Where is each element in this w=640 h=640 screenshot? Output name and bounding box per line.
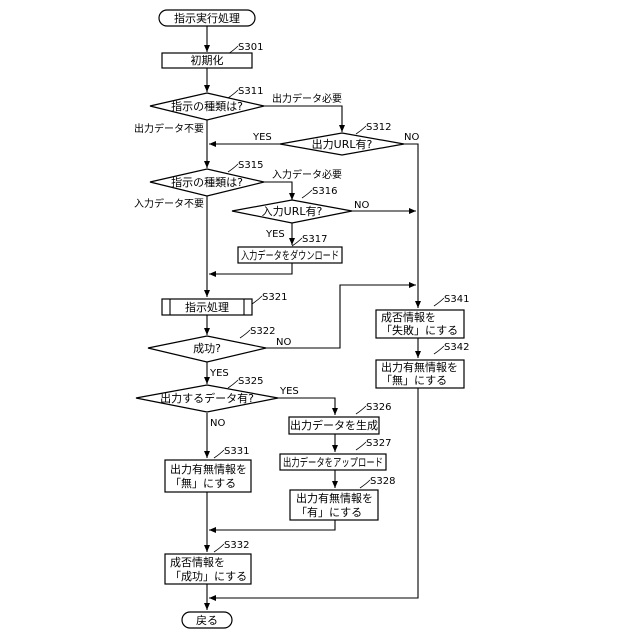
process-generate: 出力データを生成 [289, 417, 379, 434]
process-output-none-left: 出力有無情報を 「無」にする [165, 460, 251, 492]
step-s326: S326 [366, 402, 391, 413]
svg-text:「無」にする: 「無」にする [381, 373, 447, 387]
svg-text:成否情報を: 成否情報を [381, 311, 436, 324]
label-yes-s316: YES [265, 229, 285, 240]
step-s327: S327 [366, 438, 391, 449]
label-input-not-needed: 入力データ不要 [134, 197, 204, 210]
decision-success: 成功? [148, 336, 266, 362]
label-no-s316: NO [354, 200, 369, 211]
label-no-s325: NO [210, 418, 225, 429]
step-s301: S301 [238, 42, 263, 53]
decision-output-url: 出力URL有? [280, 133, 404, 155]
end-terminal: 戻る [182, 612, 232, 628]
step-s321: S321 [262, 292, 287, 303]
svg-text:「失敗」にする: 「失敗」にする [381, 323, 458, 337]
start-terminal: 指示実行処理 [159, 10, 255, 26]
process-output-none-right: 出力有無情報を 「無」にする [376, 360, 464, 388]
svg-text:指示の種類は?: 指示の種類は? [171, 175, 243, 189]
process-output-yes: 出力有無情報を 「有」にする [290, 490, 378, 520]
step-s312: S312 [366, 122, 391, 133]
svg-text:「成功」にする: 「成功」にする [170, 570, 247, 583]
step-s341: S341 [444, 294, 469, 305]
label-no-s322: NO [276, 337, 291, 348]
step-s328: S328 [370, 476, 395, 487]
step-s332: S332 [224, 540, 249, 551]
svg-text:出力URL有?: 出力URL有? [312, 137, 373, 151]
svg-text:「無」にする: 「無」にする [170, 476, 236, 490]
decision-kind-1: 指示の種類は? [150, 93, 264, 120]
decision-has-output: 出力するデータ有? [136, 385, 278, 412]
step-s331: S331 [224, 446, 249, 457]
svg-text:入力データをダウンロード: 入力データをダウンロード [241, 248, 339, 262]
svg-text:出力有無情報を: 出力有無情報を [296, 491, 373, 505]
step-s317: S317 [302, 234, 327, 245]
svg-text:出力データをアップロード: 出力データをアップロード [283, 455, 383, 469]
svg-text:「有」にする: 「有」にする [296, 505, 362, 519]
label-yes-s322: YES [209, 368, 229, 379]
svg-text:出力データを生成: 出力データを生成 [290, 418, 378, 432]
svg-text:入力URL有?: 入力URL有? [262, 204, 323, 218]
process-upload: 出力データをアップロード [280, 454, 386, 470]
svg-text:出力有無情報を: 出力有無情報を [381, 360, 458, 374]
process-execute: 指示処理 [162, 299, 252, 315]
decision-kind-2: 指示の種類は? [150, 169, 264, 196]
step-s325: S325 [238, 376, 263, 387]
svg-text:出力有無情報を: 出力有無情報を [170, 462, 247, 476]
label-output-needed: 出力データ必要 [272, 92, 342, 105]
process-result-success: 成否情報を 「成功」にする [165, 554, 251, 584]
process-download: 入力データをダウンロード [238, 247, 342, 263]
decision-input-url: 入力URL有? [232, 200, 352, 223]
label-yes-s312: YES [252, 132, 272, 143]
label-output-not-needed: 出力データ不要 [134, 122, 204, 135]
svg-text:成功?: 成功? [193, 342, 221, 355]
svg-text:初期化: 初期化 [191, 53, 224, 67]
process-init: 初期化 [162, 53, 252, 68]
label-yes-s325: YES [279, 386, 299, 397]
label-no-s312: NO [404, 132, 419, 143]
step-s322: S322 [250, 326, 275, 337]
step-s316: S316 [312, 186, 337, 197]
svg-text:成否情報を: 成否情報を [170, 556, 225, 569]
svg-text:指示の種類は?: 指示の種類は? [171, 99, 243, 113]
end-terminal-label: 戻る [196, 614, 218, 627]
step-s311: S311 [238, 86, 263, 97]
process-result-fail: 成否情報を 「失敗」にする [376, 310, 464, 338]
svg-text:出力するデータ有?: 出力するデータ有? [160, 391, 254, 405]
start-terminal-label: 指示実行処理 [174, 11, 240, 25]
svg-text:指示処理: 指示処理 [185, 300, 229, 314]
step-s315: S315 [238, 160, 263, 171]
label-input-needed: 入力データ必要 [272, 168, 342, 181]
step-numbers: S301 S311 S312 S315 S316 S317 S321 S322 … [224, 42, 469, 551]
step-s342: S342 [444, 342, 469, 353]
